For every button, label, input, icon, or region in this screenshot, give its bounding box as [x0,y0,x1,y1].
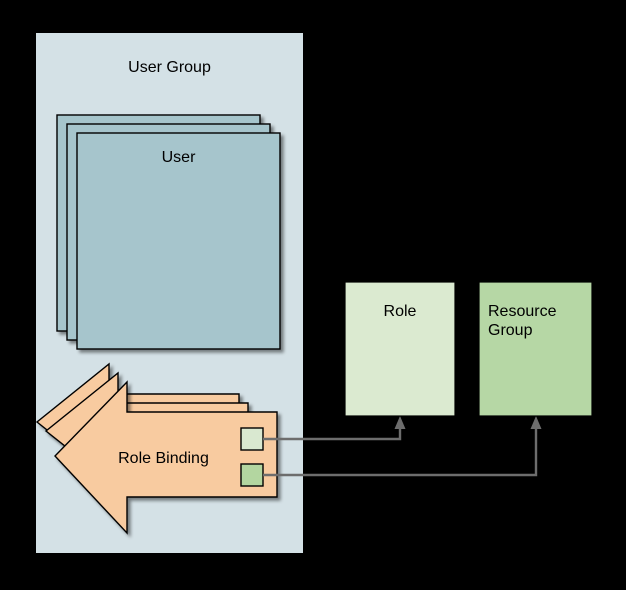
connector-rolebinding-to-resource-group[interactable] [263,416,542,477]
role-port-square[interactable] [240,427,264,451]
role-binding-stack[interactable] [35,362,278,535]
arrowhead-role-icon [394,416,406,429]
arrowhead-resource-group-icon [530,416,542,429]
resource-group-port-square[interactable] [240,463,264,487]
connector-rolebinding-to-role[interactable] [263,416,406,441]
user-card-front[interactable] [76,132,281,350]
role-binding-arrow-front[interactable] [54,380,278,535]
role-box[interactable] [344,281,456,417]
resource-group-box[interactable] [478,281,593,417]
user-card-stack[interactable] [56,114,281,350]
